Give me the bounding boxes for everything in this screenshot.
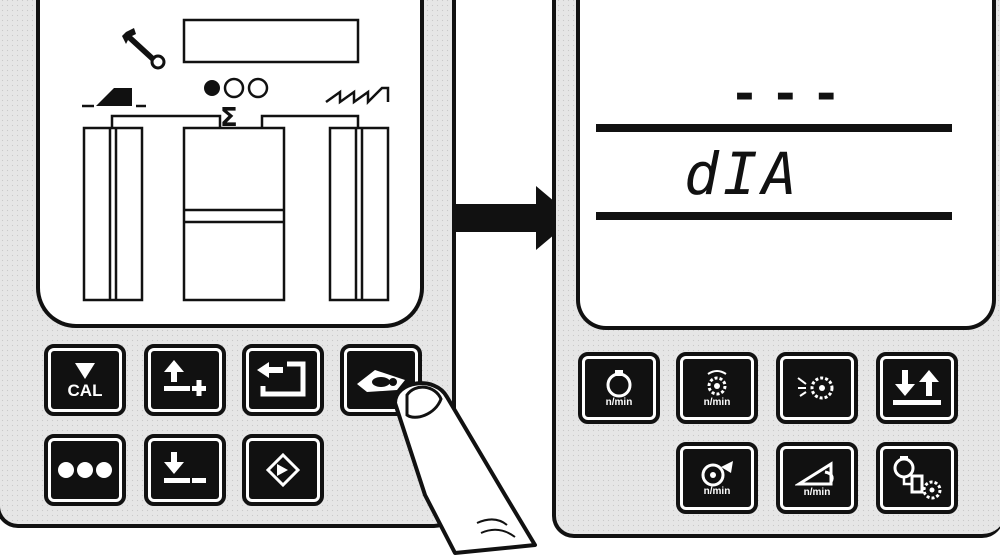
counter-dots-icon <box>204 77 269 99</box>
up-down-arrows-icon <box>893 370 941 405</box>
sawtooth-icon <box>325 86 390 106</box>
cal-button-label: CAL <box>67 380 103 400</box>
level-bar-center <box>182 126 286 302</box>
sigma-icon: Σ <box>220 103 238 133</box>
piston-gear-icon <box>893 456 942 500</box>
rotation-icon <box>606 370 632 398</box>
angle-rotation-icon <box>795 461 834 486</box>
fan-icon <box>701 461 733 487</box>
fan-speed-button[interactable]: n/min <box>676 442 758 514</box>
counter-button[interactable] <box>44 434 126 506</box>
right-arrow-icon <box>454 186 574 250</box>
return-button[interactable] <box>242 344 324 416</box>
speed-unit-label: n/min <box>605 397 633 408</box>
increase-button[interactable] <box>144 344 226 416</box>
speed-unit-label: n/min <box>703 397 731 408</box>
spray-disc-button[interactable] <box>776 352 858 424</box>
level-bar-right <box>328 126 390 302</box>
rotation-speed-button[interactable]: n/min <box>578 352 660 424</box>
return-arrow-icon <box>257 361 306 397</box>
cal-button[interactable]: CAL <box>44 344 126 416</box>
enter-button[interactable] <box>242 434 324 506</box>
tractor-dial-icon <box>357 370 405 392</box>
mode-readout: dIA <box>684 140 801 208</box>
gear-rotation-icon <box>707 370 727 396</box>
level-bar-left <box>82 126 144 302</box>
three-dots-icon <box>58 462 112 478</box>
up-down-button[interactable] <box>876 352 958 424</box>
left-control-panel: Σ <box>0 0 456 528</box>
piston-gear-button[interactable] <box>876 442 958 514</box>
right-control-panel: --- dIA n/min n/min <box>552 0 1000 538</box>
angle-speed-button[interactable]: n/min <box>776 442 858 514</box>
decrease-button[interactable] <box>144 434 226 506</box>
blank-segment-box <box>182 18 360 64</box>
tractor-dial-button[interactable] <box>340 344 422 416</box>
speed-unit-label: n/min <box>803 487 831 498</box>
increase-plus-icon <box>164 360 206 396</box>
dash-readout: --- <box>730 66 853 122</box>
spray-disc-icon <box>797 376 834 400</box>
left-display-screen: Σ <box>36 0 424 328</box>
divider-top <box>596 124 952 132</box>
pointing-finger-icon <box>393 381 537 555</box>
gear-speed-button[interactable]: n/min <box>676 352 758 424</box>
speed-unit-label: n/min <box>703 486 731 497</box>
decrease-minus-icon <box>164 452 206 483</box>
right-display-screen: --- dIA <box>576 0 996 330</box>
sloped-field-icon <box>82 88 146 108</box>
wrench-icon <box>122 28 166 70</box>
diamond-arrow-icon <box>266 453 300 487</box>
divider-bottom <box>596 212 952 220</box>
triangle-down-icon <box>75 362 95 379</box>
